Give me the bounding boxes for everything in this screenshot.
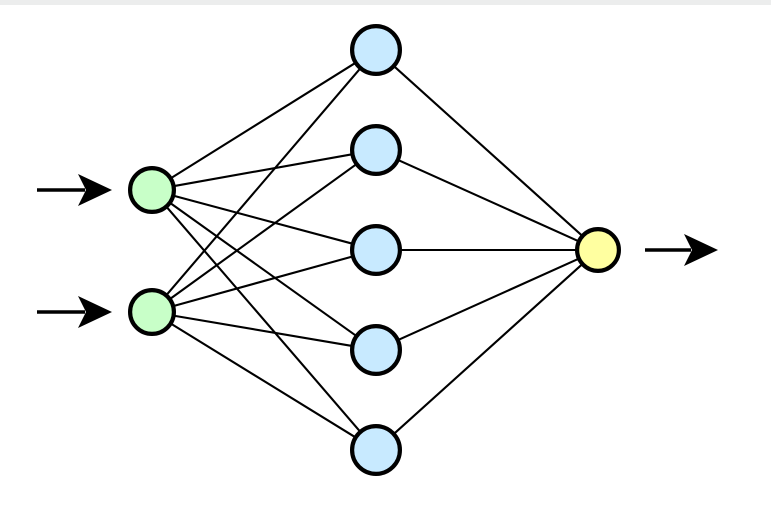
output-arrow-1: [645, 234, 718, 266]
edge-h4-o1: [397, 257, 580, 342]
hidden-node-2[interactable]: [350, 123, 403, 176]
output-node-1[interactable]: [574, 227, 621, 274]
input-arrow-2-head: [78, 296, 112, 328]
input-node-2[interactable]: [128, 288, 177, 337]
hidden-node-3[interactable]: [350, 224, 403, 277]
edge-i1-h4: [169, 201, 358, 337]
nodes-group: [128, 24, 621, 477]
input-arrow-1: [37, 174, 112, 206]
edge-h1-o1: [393, 65, 584, 237]
output-arrow-1-head: [684, 234, 718, 266]
edge-h2-o1: [397, 158, 580, 243]
edge-i2-h3: [172, 255, 354, 308]
input-arrow-2: [37, 296, 112, 328]
edge-i1-h1: [169, 61, 357, 180]
input-arrow-1-head: [78, 174, 112, 206]
input-node-1[interactable]: [128, 166, 177, 215]
edges-group: [165, 61, 584, 439]
edge-i1-h5: [165, 205, 362, 433]
io-arrows-group: [37, 174, 718, 328]
hidden-node-4[interactable]: [350, 324, 403, 377]
edge-i1-h2: [173, 153, 354, 188]
hidden-node-5[interactable]: [350, 424, 403, 477]
edge-i2-h4: [173, 314, 353, 347]
hidden-node-1[interactable]: [350, 24, 403, 76]
edge-i2-h1: [165, 67, 362, 297]
edge-i2-h5: [170, 322, 357, 439]
edge-h5-o1: [393, 263, 584, 435]
edge-i2-h2: [169, 163, 358, 300]
edge-i1-h3: [172, 194, 354, 245]
